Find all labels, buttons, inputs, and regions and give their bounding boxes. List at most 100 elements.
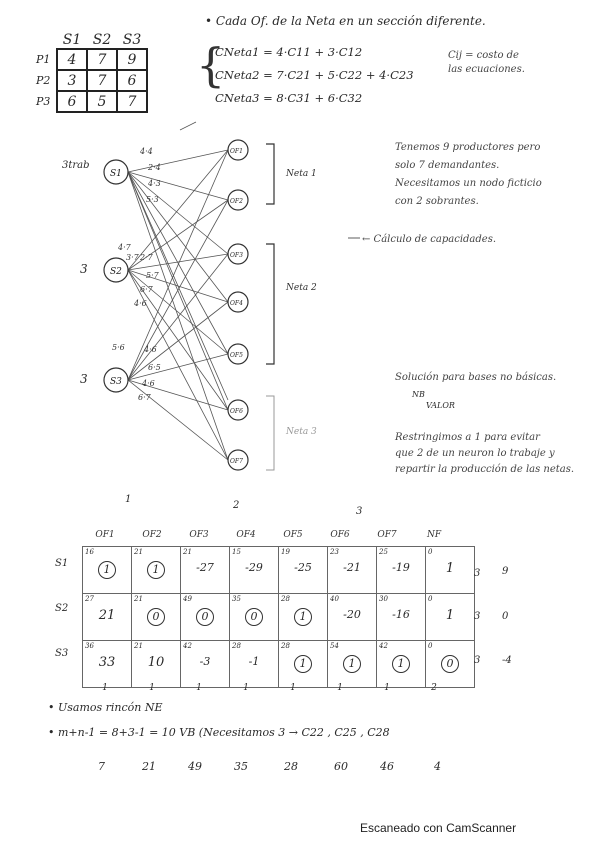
edges [127, 121, 229, 461]
demand-value: 1 [196, 683, 202, 693]
source-node-label: S2 [110, 267, 122, 277]
note-line: con 2 sobrantes. [395, 196, 479, 207]
demand-value: 1 [290, 683, 296, 693]
cell-cost: 42 [379, 642, 388, 650]
note-line: que 2 de un neuron lo trabaje y [395, 448, 555, 459]
edge-label: 4·4 [139, 147, 153, 156]
solution-note: Solución para bases no básicas. [395, 372, 557, 383]
demand-value: 1 [337, 683, 343, 693]
basic-value: 1 [98, 561, 116, 579]
cost-cell: 7 [86, 69, 118, 92]
col-header: S2 [92, 32, 112, 48]
cost-cell: 9 [116, 48, 148, 71]
basic-value: 1 [294, 608, 312, 626]
cell-cost: 0 [428, 548, 433, 556]
cell-cost: 25 [379, 548, 388, 556]
col-header: OF6 [330, 530, 350, 540]
dest-node-label: OF1 [230, 148, 243, 155]
basic-value: 1 [343, 655, 361, 673]
equation-3: CNeta3 = 8·C31 + 6·C32 [215, 91, 363, 105]
cost-cell: 7 [86, 48, 118, 71]
cell-cost: 21 [134, 548, 143, 556]
basic-value: 1 [392, 655, 410, 673]
cell-cost: 27 [85, 595, 94, 603]
group-brackets: Neta 1 Neta 2 Neta 3 [266, 143, 360, 471]
dest-node-label: OF5 [230, 352, 243, 359]
note-line: Necesitamos un nodo ficticio [395, 178, 542, 189]
note-line: repartir la producción de las netas. [395, 464, 575, 475]
cell-cost: 23 [330, 548, 339, 556]
dest-node-label: OF3 [230, 252, 243, 259]
edge-label: 6·7 [138, 393, 152, 402]
edge-label: 3·7 [126, 253, 140, 262]
bottom-value: 28 [284, 760, 298, 773]
cell-cost: 0 [428, 642, 433, 650]
cell-cost: 28 [281, 595, 290, 603]
bottom-value: 21 [142, 760, 156, 773]
supply-label: 3 [80, 262, 88, 276]
edge-label: 5·3 [146, 195, 159, 204]
col-header: S3 [122, 32, 142, 48]
bottom-value: 46 [380, 760, 394, 773]
cij-note-line: Cij = costo de [448, 50, 519, 61]
cell-cost: 0 [428, 595, 433, 603]
reduced-cost: 33 [98, 655, 116, 670]
basic-value: 0 [441, 655, 459, 673]
cell-cost: 28 [232, 642, 241, 650]
demand-value: 1 [102, 683, 108, 693]
cell-cost: 16 [85, 548, 94, 556]
bottom-value: 60 [334, 760, 348, 773]
edge-label: 2·7 [139, 253, 154, 262]
basic-value: 0 [245, 608, 263, 626]
brace: { [196, 38, 226, 92]
edge-label: 4·6 [143, 345, 157, 354]
reduced-cost: -19 [392, 561, 410, 574]
col-header: OF5 [283, 530, 303, 540]
note-line: Restringimos a 1 para evitar [395, 432, 540, 443]
bottom-value: 7 [98, 760, 105, 773]
note-line: Tenemos 9 productores pero [395, 142, 541, 153]
edge-label: 5·7 [146, 271, 160, 280]
basic-value: 1 [445, 561, 455, 576]
group-header: 3 [356, 506, 363, 517]
valor-label: VALOR [426, 401, 455, 410]
cell-cost: 54 [330, 642, 339, 650]
cell-cost: 15 [232, 548, 241, 556]
footer-watermark: Escaneado con CamScanner [360, 821, 517, 835]
reduced-cost: -27 [196, 561, 214, 574]
edge-label: 4·3 [147, 179, 161, 188]
dual-value: -4 [502, 655, 512, 666]
row-label: P3 [36, 95, 51, 108]
supply-value: 3 [474, 611, 481, 622]
cij-note-line: las ecuaciones. [448, 64, 525, 75]
nb-label: NB [412, 390, 425, 399]
edge-label: 4·6 [141, 379, 155, 388]
destination-nodes: OF1 OF2 OF3 OF4 OF5 OF6 OF7 [227, 139, 249, 471]
note-line: solo 7 demandantes. [395, 160, 500, 171]
cost-table: S1 S2 S3 P1 4 7 9 P2 3 7 6 P3 6 5 7 [36, 32, 148, 113]
demand-value: 1 [384, 683, 390, 693]
col-header: OF2 [142, 530, 162, 540]
reduced-cost: 10 [147, 655, 165, 670]
cell-cost: 21 [183, 548, 192, 556]
basic-value: 1 [445, 608, 455, 623]
cell-cost: 28 [281, 642, 290, 650]
bottom-value: 4 [434, 760, 441, 773]
cell-cost: 21 [134, 595, 143, 603]
reduced-cost: -16 [392, 608, 410, 621]
supply-label: 3trab [62, 160, 90, 171]
dest-node-label: OF6 [230, 408, 243, 415]
supply-label: 3 [80, 372, 88, 386]
heading: • Cada Of. de la Neta en un sección dife… [205, 14, 486, 28]
edge-labels: 4·4 2·4 4·3 5·3 4·7 3·7 2·7 5·7 6·7 4·6 … [112, 147, 161, 402]
equation-2: CNeta2 = 7·C21 + 5·C22 + 4·C23 [215, 68, 414, 82]
edge-label: 2·4 [147, 163, 161, 172]
dest-node-label: OF4 [230, 300, 243, 307]
cost-cell: 7 [116, 90, 148, 113]
edge-label: 4·6 [133, 299, 147, 308]
col-header: OF7 [377, 530, 397, 540]
